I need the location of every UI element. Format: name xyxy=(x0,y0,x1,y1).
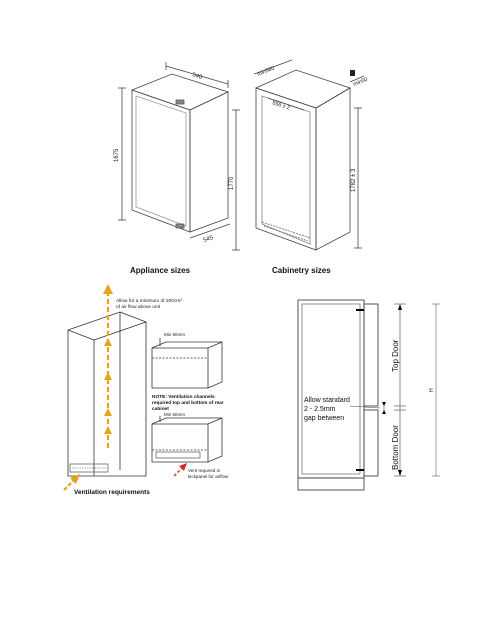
cabinetry-top-gap-label: min50 xyxy=(353,77,369,88)
cabinetry-inner-width-label: 556 ± 2 xyxy=(271,100,290,111)
bottom-door-label: Bottom Door xyxy=(391,425,400,470)
min-bottom-label: Min 50mm xyxy=(164,412,185,417)
top-door-label: Top Door xyxy=(391,339,400,372)
cabinetry-caption: Cabinetry sizes xyxy=(272,266,331,275)
airflow-note-line-1: Allow for a minimum of 200cm² xyxy=(116,298,182,304)
gap-note-line-2: 2 - 2.5mm xyxy=(304,406,336,413)
total-height-label: H xyxy=(429,388,435,392)
appliance-height-label: 1675 xyxy=(114,148,120,162)
min-top-label: Min 50mm xyxy=(164,332,185,337)
appliance-total-height-label: 1770 xyxy=(229,176,235,190)
appliance-caption: Appliance sizes xyxy=(130,266,191,275)
vent-note-line-2: kickpanel for airflow xyxy=(188,474,229,479)
gap-note-line-1: Allow standard xyxy=(304,397,350,404)
airflow-note-line-2: of air flow above unit xyxy=(116,304,161,310)
ventilation-caption: Ventilation requirements xyxy=(74,489,150,496)
channel-note-line-1: NOTE: Ventilation channels xyxy=(152,394,215,400)
gap-note-line-3: gap between xyxy=(304,415,344,422)
appliance-depth-label: 545 xyxy=(203,235,215,244)
channel-note-line-2: required top and bottom of rear xyxy=(152,400,224,406)
cabinetry-inner-height-label: 1782 ± 3 xyxy=(351,168,357,192)
appliance-width-label: 540 xyxy=(191,72,203,81)
vent-note-line-1: Vent required in xyxy=(188,468,221,473)
channel-note-line-3: cabinet xyxy=(152,406,169,412)
